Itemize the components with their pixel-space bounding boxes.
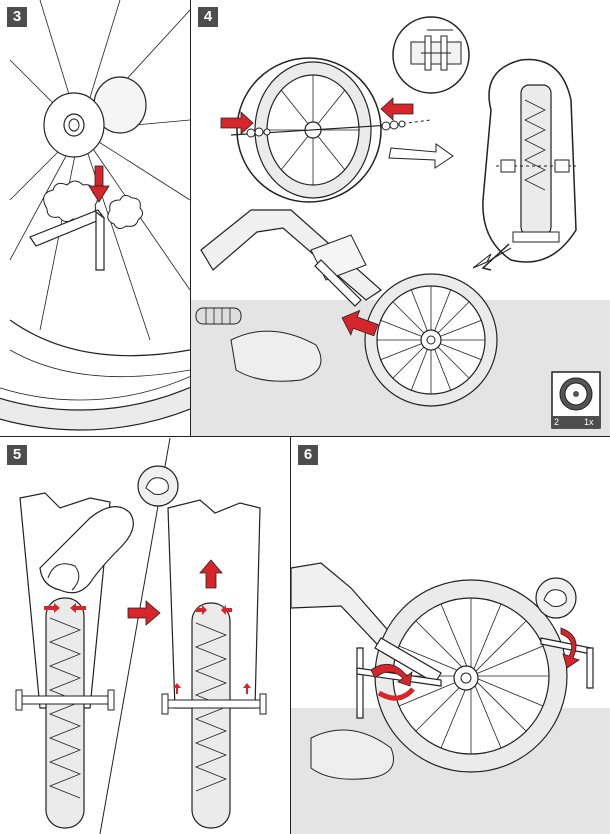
axle-tightening-illustration (291, 562, 610, 834)
step-number: 6 (298, 445, 318, 465)
wheel-alignment-illustration (15, 438, 267, 834)
step-3-panel: 3 (0, 0, 190, 436)
hex-key-icon (29, 209, 105, 271)
panel-divider (290, 437, 291, 834)
arrow-icon (127, 600, 161, 626)
strength-icon (535, 577, 577, 619)
step-number: 5 (7, 445, 27, 465)
arrow-icon (88, 165, 110, 203)
panel-divider (190, 0, 191, 436)
step-5-panel: 5 (0, 438, 290, 834)
step-6-panel: 6 (291, 438, 610, 834)
step-4-panel: 4 (191, 0, 610, 436)
hand-icon (39, 506, 134, 594)
wheel-cleaning-illustration (0, 0, 190, 431)
part-quantity-label: 1x (584, 417, 594, 427)
arrow-icon (341, 309, 379, 337)
panel-divider (0, 436, 610, 437)
front-wheel-mounting-illustration (191, 16, 610, 436)
arrow-icon (220, 97, 414, 135)
part-number-label: 2 (554, 417, 560, 427)
strength-icon (137, 465, 179, 507)
step-number: 3 (7, 7, 27, 27)
wheel-icon (559, 377, 593, 411)
step-number: 4 (198, 7, 218, 27)
cloth-icon (43, 180, 144, 230)
